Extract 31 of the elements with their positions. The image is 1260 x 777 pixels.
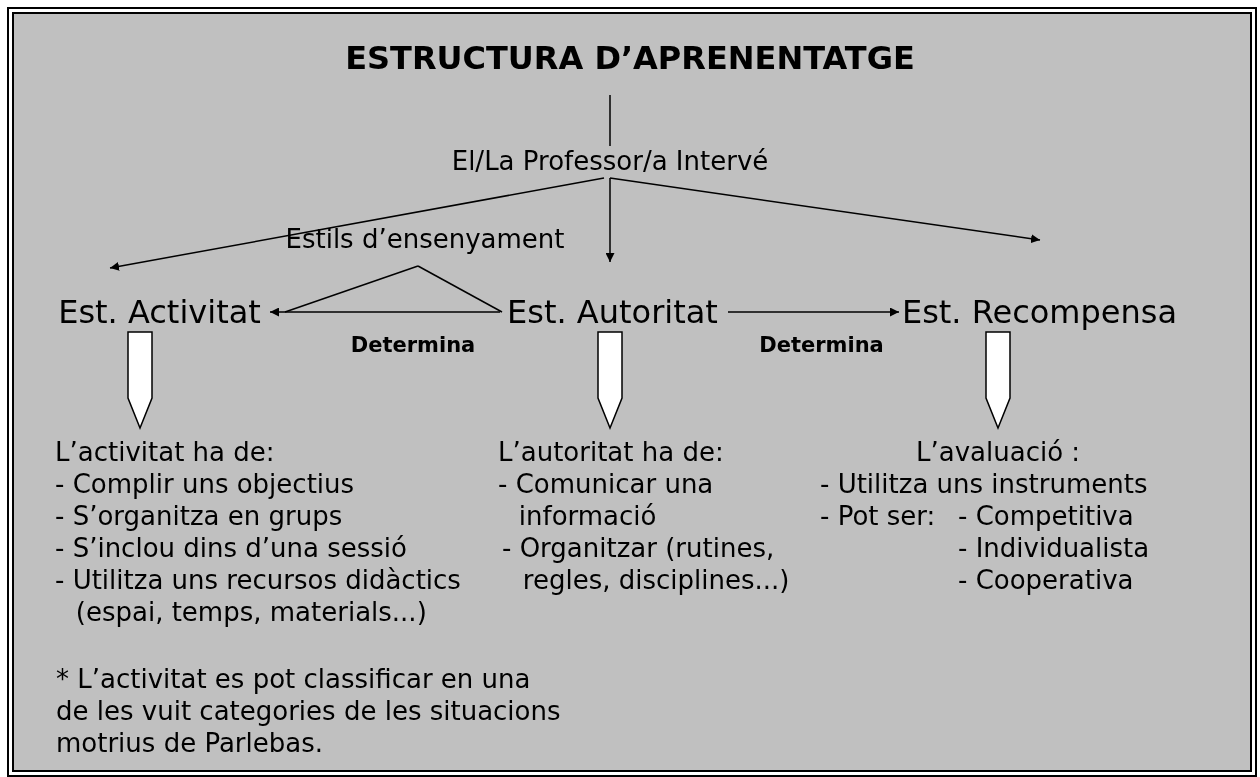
list-item: - Complir uns objectius bbox=[55, 468, 356, 500]
structure-label: Est. Recompensa bbox=[902, 292, 1177, 332]
connector-line bbox=[609, 94, 611, 147]
edge-label: Determina bbox=[350, 333, 476, 357]
structure-label: Est. Autoritat bbox=[500, 292, 725, 332]
diagram-heading: ESTRUCTURA D’APRENENTATGE bbox=[330, 36, 930, 80]
connector-line bbox=[284, 265, 419, 313]
list-item: - Competitiva bbox=[958, 500, 1135, 532]
arrow bbox=[609, 177, 1041, 244]
structure-label: Est. Activitat bbox=[52, 292, 267, 332]
group-label: Estils d’ensenyament bbox=[280, 224, 570, 256]
list-item: - Utilitza uns recursos didàctics (espai, temps, materials...) bbox=[55, 564, 462, 628]
arrow bbox=[727, 307, 900, 317]
list-item: - Organitzar (rutines, regles, disciplines...) bbox=[501, 532, 791, 596]
list-item: - S’inclou dins d’una sessió bbox=[55, 532, 408, 564]
arrow bbox=[605, 177, 615, 263]
list-item: - S’organitza en grups bbox=[55, 500, 344, 532]
connector-line bbox=[417, 265, 503, 313]
list-item: - Individualista bbox=[958, 532, 1151, 564]
arrow bbox=[109, 177, 605, 271]
list-heading: L’avaluació : bbox=[915, 436, 1081, 468]
list-heading: L’autoritat ha de: bbox=[498, 436, 724, 468]
arrow bbox=[269, 307, 501, 317]
actor-label: El/La Professor/a Intervé bbox=[440, 146, 780, 178]
footnote: * L’activitat es pot classificar en una de les vuit categories de les situacions motrius de Parlebas. bbox=[56, 663, 562, 759]
list-item: - Pot ser: bbox=[820, 500, 937, 532]
edge-label: Determina bbox=[759, 333, 884, 357]
list-item: - Cooperativa bbox=[958, 564, 1135, 596]
list-item: - Utilitza uns instruments bbox=[820, 468, 1149, 500]
list-item: - Comunicar una informació bbox=[498, 468, 715, 532]
list-heading: L’activitat ha de: bbox=[55, 436, 275, 468]
